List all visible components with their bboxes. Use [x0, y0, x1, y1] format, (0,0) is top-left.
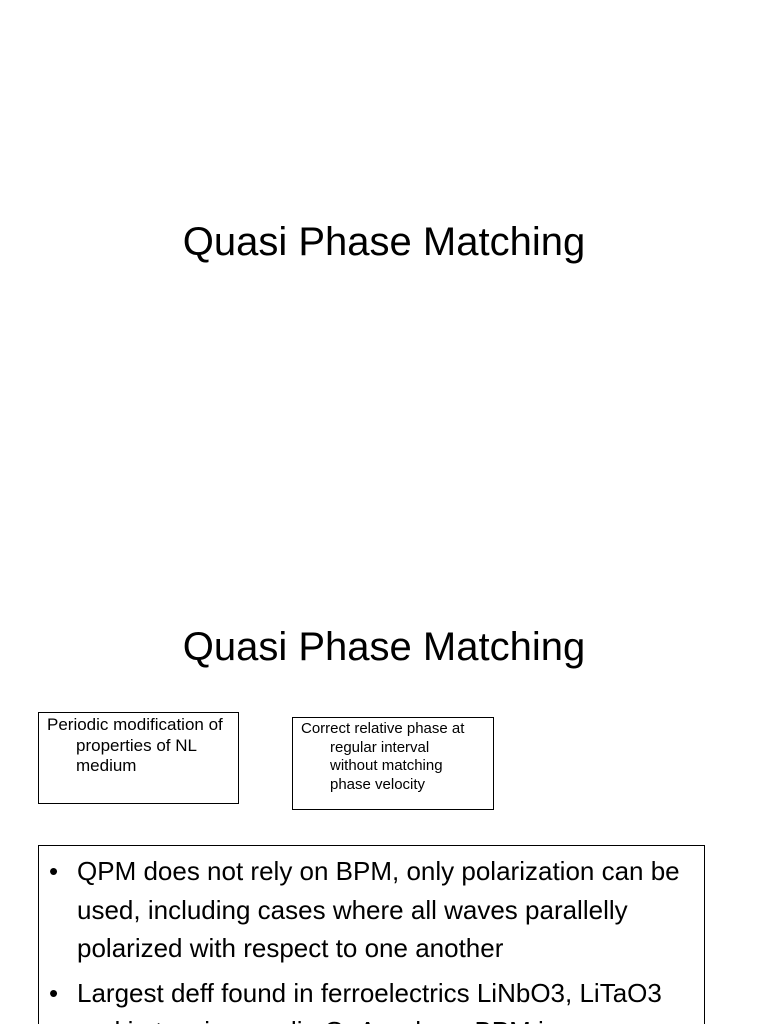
correct-relative-phase-box: Correct relative phase at regular interv…	[292, 717, 494, 810]
qpm-bullets-box: • QPM does not rely on BPM, only polariz…	[38, 845, 705, 1024]
bullet-text-qpm-bpm: QPM does not rely on BPM, only polarizat…	[77, 856, 680, 963]
correct-relative-phase-text: Correct relative phase at regular interv…	[301, 720, 465, 793]
bullet-icon: •	[49, 977, 59, 1008]
bullet-icon: •	[49, 856, 59, 886]
periodic-modification-box: Periodic modification of properties of N…	[38, 712, 239, 804]
slide-1-title: Quasi Phase Matching	[182, 220, 586, 264]
periodic-modification-text: Periodic modification of properties of N…	[47, 715, 223, 775]
bullet-item-largest-deff: • Largest deff found in ferroelectrics L…	[47, 974, 696, 1024]
bullet-text-largest-deff: Largest deff found in ferroelectrics LiN…	[77, 977, 662, 1024]
bullet-list: • QPM does not rely on BPM, only polariz…	[47, 852, 696, 1024]
bullet-item-qpm-bpm: • QPM does not rely on BPM, only polariz…	[47, 852, 696, 968]
slide-2-title: Quasi Phase Matching	[182, 625, 586, 669]
